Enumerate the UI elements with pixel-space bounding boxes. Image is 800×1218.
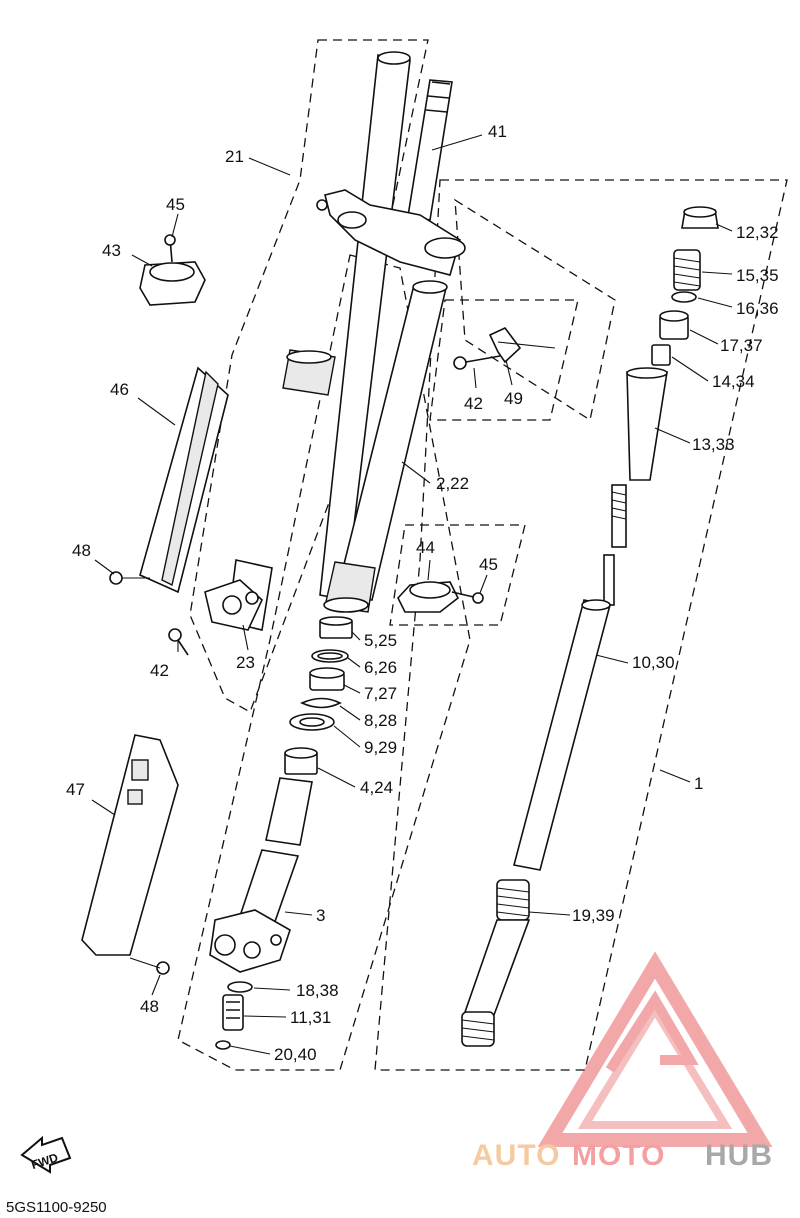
group-box-49 bbox=[429, 299, 579, 421]
part-8-28-clip bbox=[300, 697, 342, 709]
callout-41: 41 bbox=[488, 122, 507, 141]
callout-20-40: 20,40 bbox=[274, 1045, 317, 1064]
callout-23: 23 bbox=[236, 653, 255, 672]
part-5-25-bushing bbox=[319, 616, 353, 639]
callout-17-37: 17,37 bbox=[720, 336, 763, 355]
watermark-logo bbox=[537, 951, 773, 1147]
watermark-hub: HUB bbox=[705, 1139, 773, 1172]
part-47-fork-guard bbox=[81, 734, 179, 975]
callout-42-lower: 42 bbox=[150, 661, 169, 680]
part-10-30-damper-rod bbox=[513, 599, 611, 871]
part-46-fork-guard bbox=[109, 366, 229, 594]
callout-4-24: 4,24 bbox=[360, 778, 393, 797]
callout-1: 1 bbox=[694, 774, 703, 793]
part-9-29-dust-seal bbox=[289, 713, 335, 731]
fwd-arrow-icon: FWD bbox=[20, 1135, 72, 1174]
part-6-26-washer bbox=[311, 649, 349, 663]
group-box-3 bbox=[177, 254, 471, 1071]
part-11-31-bolt bbox=[222, 994, 244, 1031]
callout-43: 43 bbox=[102, 241, 121, 260]
callout-48-lower: 48 bbox=[140, 997, 159, 1016]
callout-6-26: 6,26 bbox=[364, 658, 397, 677]
callout-12-32: 12,32 bbox=[736, 223, 779, 242]
part-43-clamp bbox=[139, 234, 206, 306]
part-18-38-washer bbox=[227, 981, 253, 993]
callout-49: 49 bbox=[504, 389, 523, 408]
callout-21: 21 bbox=[225, 147, 244, 166]
callout-42-upper: 42 bbox=[464, 394, 483, 413]
callout-14-34: 14,34 bbox=[712, 372, 755, 391]
callout-8-28: 8,28 bbox=[364, 711, 397, 730]
part-4-24-bushing bbox=[284, 747, 318, 775]
callout-16-36: 16,36 bbox=[736, 299, 779, 318]
part-44-clamp bbox=[397, 581, 484, 613]
part-12-32-cap-bolt bbox=[681, 206, 719, 229]
part-14-34-nut bbox=[651, 344, 671, 366]
part-42-bolt-lower bbox=[168, 628, 189, 656]
group-box-44 bbox=[389, 524, 526, 626]
watermark-auto: AUTO bbox=[472, 1139, 560, 1172]
callout-7-27: 7,27 bbox=[364, 684, 397, 703]
callout-15-35: 15,35 bbox=[736, 266, 779, 285]
group-box-41 bbox=[454, 198, 616, 422]
callout-47: 47 bbox=[66, 780, 85, 799]
callout-18-38: 18,38 bbox=[296, 981, 339, 1000]
part-2-22-inner-tube bbox=[323, 280, 448, 613]
callout-5-25: 5,25 bbox=[364, 631, 397, 650]
callout-48-upper: 48 bbox=[72, 541, 91, 560]
callout-44: 44 bbox=[416, 538, 435, 557]
callout-13-33: 13,33 bbox=[692, 435, 735, 454]
part-3-lower-tube bbox=[209, 777, 313, 973]
callout-45-lower: 45 bbox=[479, 555, 498, 574]
callout-10-30: 10,30 bbox=[632, 653, 675, 672]
part-20-40-washer bbox=[215, 1040, 231, 1050]
part-42-bolt-upper bbox=[453, 327, 522, 370]
part-15-35-spring bbox=[673, 249, 701, 291]
part-7-27-oil-seal bbox=[309, 667, 345, 691]
diagram-code: 5GS1100-9250 bbox=[6, 1199, 107, 1216]
part-41-steering-stem bbox=[316, 79, 466, 276]
part-16-36-washer bbox=[671, 291, 697, 303]
callout-11-31: 11,31 bbox=[290, 1008, 331, 1027]
part-19-39-spring bbox=[461, 879, 531, 1047]
watermark-moto: MOTO bbox=[572, 1139, 665, 1172]
callout-46: 46 bbox=[110, 380, 129, 399]
callout-9-29: 9,29 bbox=[364, 738, 397, 757]
callout-3: 3 bbox=[316, 906, 325, 925]
leader-lines bbox=[91, 134, 733, 1055]
part-rod bbox=[603, 484, 627, 606]
callout-19-39: 19,39 bbox=[572, 906, 615, 925]
group-box-1 bbox=[374, 179, 788, 1071]
callout-45-upper: 45 bbox=[166, 195, 185, 214]
part-13-33-spacer bbox=[626, 367, 668, 481]
part-17-37-collar bbox=[659, 310, 689, 340]
callout-2-22: 2,22 bbox=[436, 474, 469, 493]
part-21-outer-tube bbox=[204, 51, 411, 631]
